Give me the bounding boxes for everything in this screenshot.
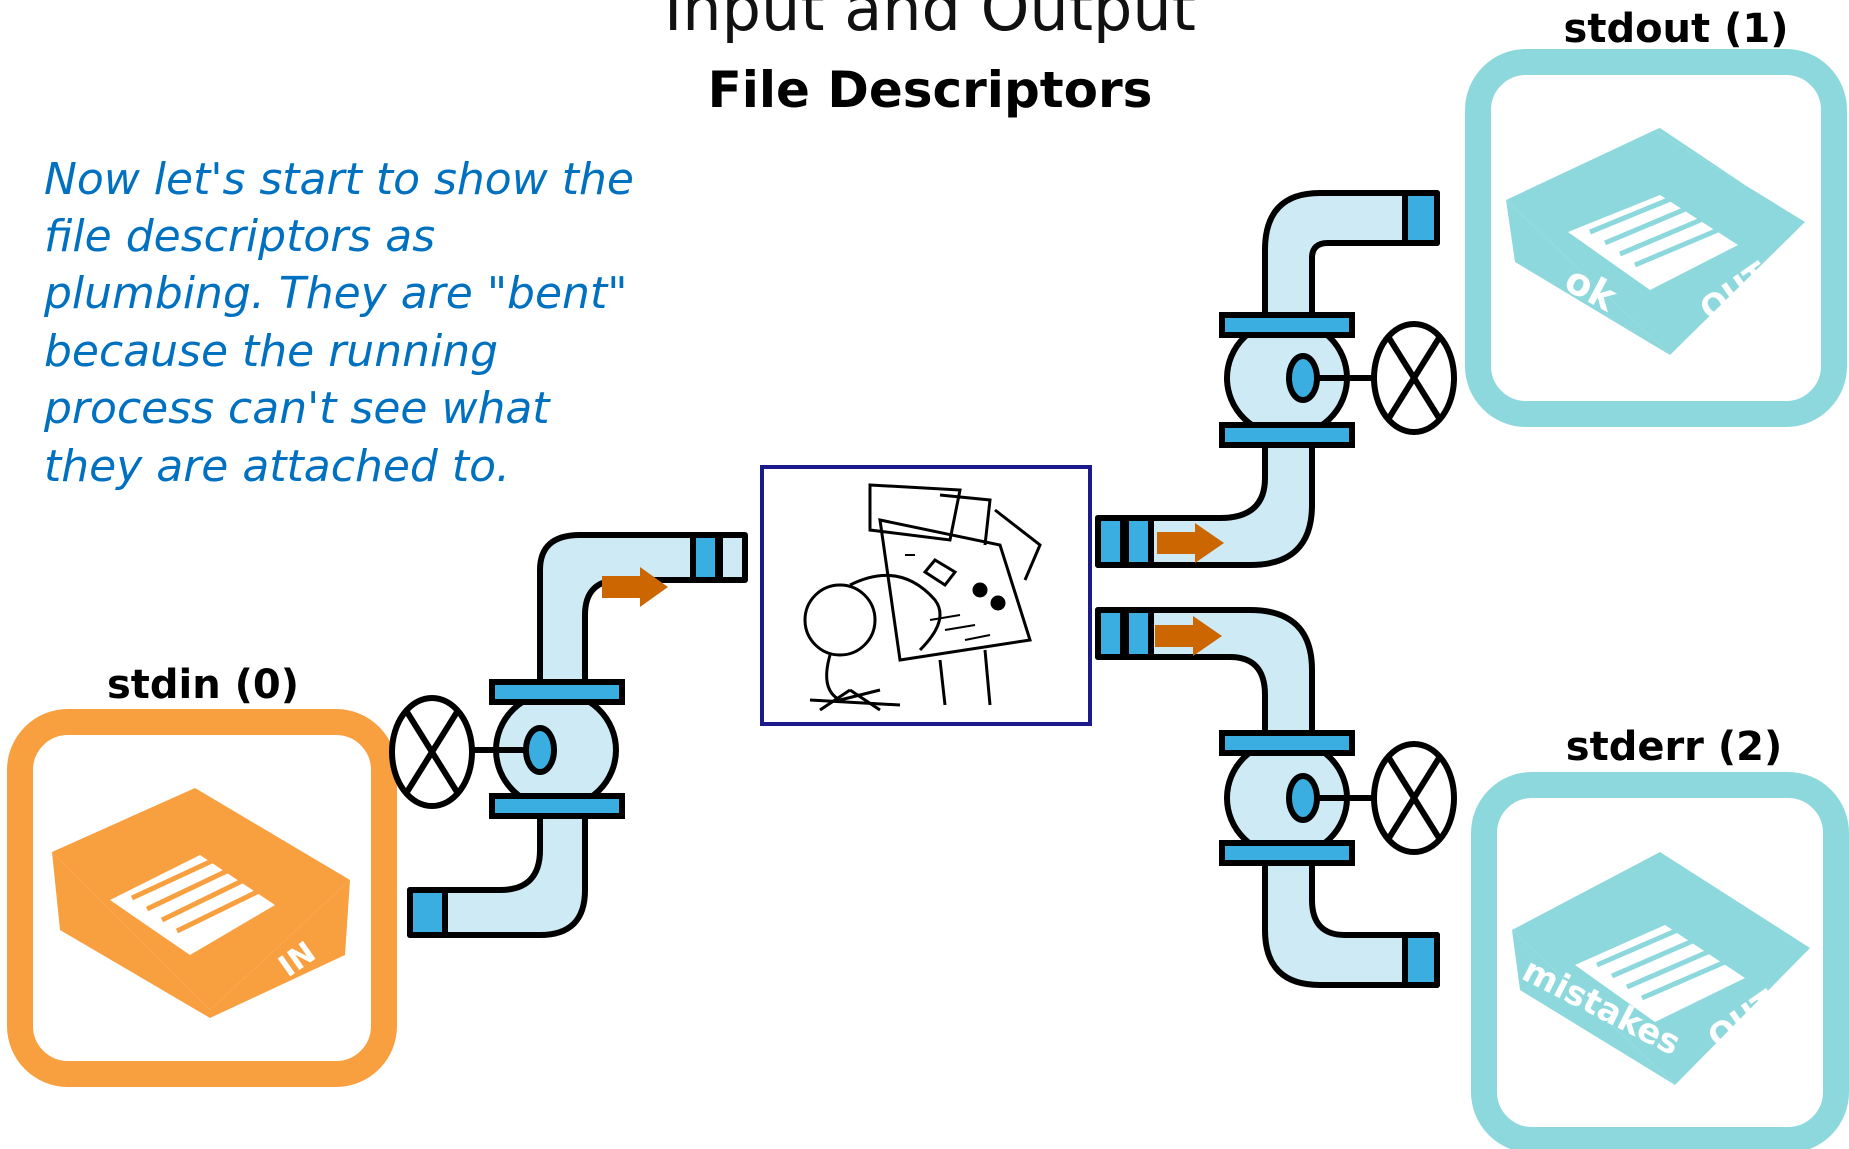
outbox-tray-icon: mistakes OUT [1512,852,1810,1085]
stdin-valve [389,679,625,819]
valve-wheel-icon [1371,321,1457,435]
stderr-label: stderr (2) [1566,724,1782,770]
caption-line-2: file descriptors as [44,211,435,262]
stdout-label: stdout (1) [1564,6,1789,52]
flow-arrow-icon [602,567,668,607]
flow-arrow-icon [1157,523,1224,563]
stdin-label: stdin (0) [107,662,299,708]
stderr-valve [1219,730,1457,866]
caption: Now let's start to show the file descrip… [43,154,634,492]
process-operator-icon [803,483,1042,712]
stderr-box: mistakes OUT [1471,772,1849,1149]
caption-line-6: they are attached to. [44,441,510,492]
caption-line-1: Now let's start to show the [44,154,634,205]
outbox-tray-icon: ok OUT [1506,128,1805,355]
process-box [760,465,1092,726]
stdout-box: ok OUT [1465,49,1847,427]
caption-line-4: because the running [44,326,498,377]
caption-line-3: plumbing. They are "bent" [43,268,627,319]
caption-line-5: process can't see what [43,383,551,434]
valve-wheel-icon [389,695,475,809]
stdout-valve [1219,312,1457,448]
inbox-tray-icon: IN [52,788,350,1018]
valve-wheel-icon [1371,741,1457,855]
slide-subtitle: File Descriptors [708,61,1153,119]
slide-title: Input and Output [664,0,1196,45]
flow-arrow-icon [1155,616,1222,656]
stdin-box: IN [7,709,397,1087]
